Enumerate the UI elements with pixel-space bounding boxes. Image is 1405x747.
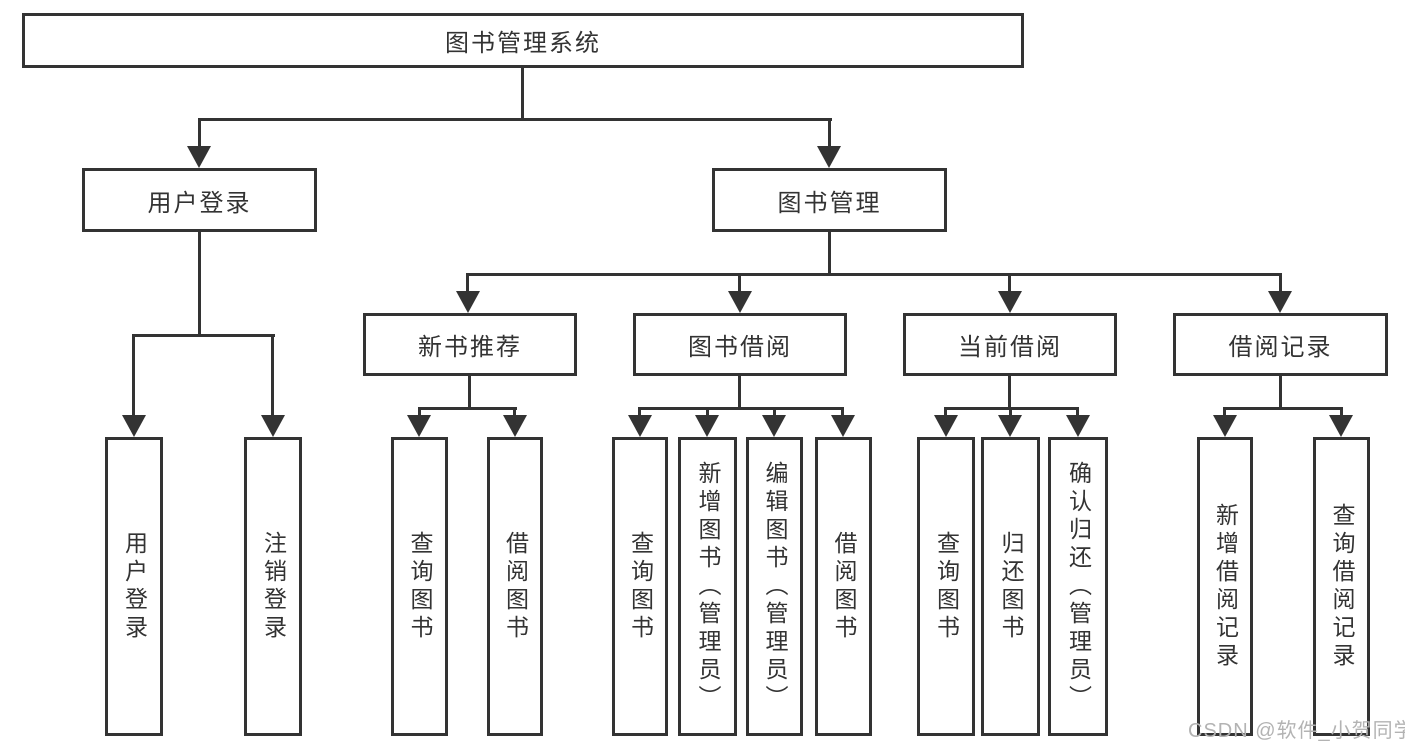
leaf-current-query-books-label: 查询图书 <box>933 530 960 643</box>
node-borrowing-records: 借阅记录 <box>1173 313 1388 376</box>
arrowhead-down <box>503 415 527 437</box>
leaf-user-login: 用户登录 <box>105 437 163 736</box>
leaf-current-return-books: 归还图书 <box>981 437 1040 736</box>
arrowhead-down <box>817 146 841 168</box>
connector-line <box>828 232 831 275</box>
leaf-borrowing-borrow-books: 借阅图书 <box>815 437 872 736</box>
arrowhead-down <box>762 415 786 437</box>
connector-line <box>271 334 274 417</box>
connector-line <box>706 407 709 418</box>
node-book-borrowing: 图书借阅 <box>633 313 847 376</box>
leaf-borrowing-add-books-admin-label: 新增图书（管理员） <box>695 460 721 713</box>
arrowhead-down <box>456 291 480 313</box>
node-root-label: 图书管理系统 <box>445 30 601 57</box>
node-borrowing-records-label: 借阅记录 <box>1228 334 1333 361</box>
leaf-user-login-label: 用户登录 <box>121 530 148 643</box>
leaf-records-add-borrow-record-label: 新增借阅记录 <box>1212 502 1239 671</box>
leaf-records-add-borrow-record: 新增借阅记录 <box>1197 437 1253 736</box>
node-new-book-recommend: 新书推荐 <box>363 313 577 376</box>
node-new-book-recommend-label: 新书推荐 <box>418 334 522 361</box>
leaf-current-query-books: 查询图书 <box>917 437 975 736</box>
arrowhead-down <box>695 415 719 437</box>
connector-line <box>1008 376 1011 410</box>
arrowhead-down <box>1066 415 1090 437</box>
leaf-recommend-borrow-books: 借阅图书 <box>487 437 543 736</box>
arrowhead-down <box>728 291 752 313</box>
connector-line <box>1340 407 1343 418</box>
leaf-recommend-borrow-books-label: 借阅图书 <box>502 530 529 643</box>
leaf-records-query-borrow-record-label: 查询借阅记录 <box>1329 502 1355 671</box>
leaf-logout-label: 注销登录 <box>260 530 287 643</box>
connector-line <box>1279 376 1282 410</box>
leaf-current-confirm-return-admin-label: 确认归还（管理员） <box>1065 460 1092 713</box>
leaf-recommend-query-books: 查询图书 <box>391 437 448 736</box>
connector-line <box>1279 273 1282 293</box>
arrowhead-down <box>1329 415 1353 437</box>
connector-line <box>198 232 201 337</box>
leaf-current-return-books-label: 归还图书 <box>998 530 1024 643</box>
arrowhead-down <box>261 415 285 437</box>
arrowhead-down <box>628 415 652 437</box>
connector-line <box>841 407 844 418</box>
node-book-management: 图书管理 <box>712 168 947 232</box>
leaf-borrowing-borrow-books-label: 借阅图书 <box>831 530 857 643</box>
arrowhead-down <box>998 415 1022 437</box>
leaf-borrowing-add-books-admin: 新增图书（管理员） <box>678 437 737 736</box>
arrowhead-down <box>831 415 855 437</box>
connector-line <box>1223 407 1226 418</box>
leaf-recommend-query-books-label: 查询图书 <box>407 530 433 643</box>
connector-line <box>132 334 275 337</box>
leaf-borrowing-edit-books-admin: 编辑图书（管理员） <box>746 437 803 736</box>
leaf-records-query-borrow-record: 查询借阅记录 <box>1313 437 1370 736</box>
connector-line <box>1008 273 1011 293</box>
node-user-login-group: 用户登录 <box>82 168 317 232</box>
connector-line <box>418 407 517 410</box>
arrowhead-down <box>187 146 211 168</box>
connector-line <box>466 273 1282 276</box>
connector-line <box>466 273 469 293</box>
connector-line <box>468 376 471 410</box>
connector-line <box>828 118 831 148</box>
arrowhead-down <box>1213 415 1237 437</box>
connector-line <box>944 407 947 418</box>
leaf-borrowing-query-books: 查询图书 <box>612 437 668 736</box>
watermark-text: CSDN @软件_小贺同学 <box>1188 720 1405 742</box>
connector-line <box>638 407 641 418</box>
connector-line <box>1076 407 1079 418</box>
arrowhead-down <box>1268 291 1292 313</box>
node-user-login-group-label: 用户登录 <box>147 189 252 217</box>
node-book-management-label: 图书管理 <box>777 189 882 217</box>
arrowhead-down <box>934 415 958 437</box>
connector-line <box>521 68 524 120</box>
connector-line <box>132 334 135 417</box>
connector-line <box>738 273 741 293</box>
node-book-borrowing-label: 图书借阅 <box>688 334 792 361</box>
arrowhead-down <box>122 415 146 437</box>
node-current-borrowing: 当前借阅 <box>903 313 1117 376</box>
leaf-borrowing-query-books-label: 查询图书 <box>627 530 654 643</box>
connector-line <box>418 407 421 418</box>
leaf-logout: 注销登录 <box>244 437 302 736</box>
connector-line <box>1223 407 1342 410</box>
connector-line <box>513 407 516 418</box>
connector-line <box>198 118 832 121</box>
node-current-borrowing-label: 当前借阅 <box>958 334 1062 361</box>
arrowhead-down <box>998 291 1022 313</box>
connector-line <box>773 407 776 418</box>
node-root: 图书管理系统 <box>22 13 1024 68</box>
connector-line <box>638 407 844 410</box>
leaf-borrowing-edit-books-admin-label: 编辑图书（管理员） <box>762 460 788 713</box>
connector-line <box>198 118 201 148</box>
arrowhead-down <box>407 415 431 437</box>
connector-line <box>738 376 741 410</box>
leaf-current-confirm-return-admin: 确认归还（管理员） <box>1048 437 1108 736</box>
connector-line <box>1009 407 1012 418</box>
